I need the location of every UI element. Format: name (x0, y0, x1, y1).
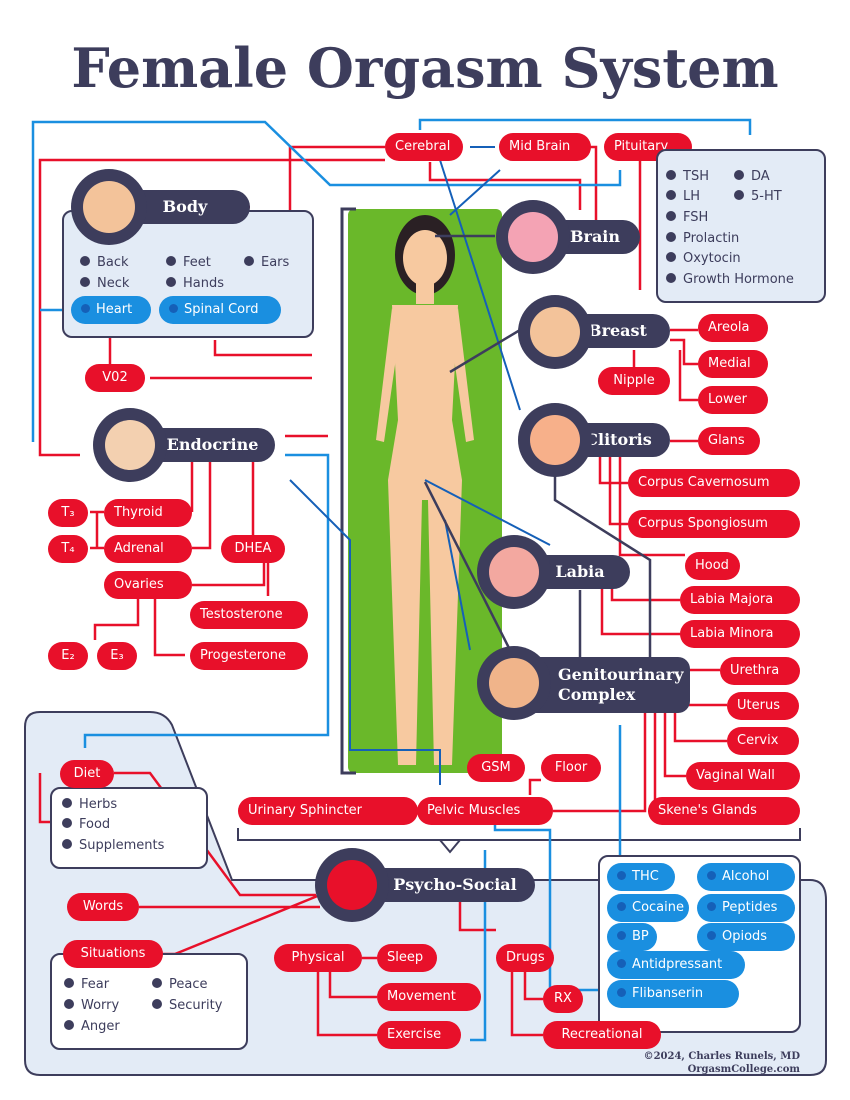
vaginal-wall-node[interactable]: Vaginal Wall (686, 762, 800, 790)
hormone-item: 5-HT (734, 189, 782, 204)
sleep-node[interactable]: Sleep (377, 944, 437, 972)
diet-node[interactable]: Diet (60, 760, 114, 788)
areola-node[interactable]: Areola (698, 314, 768, 342)
exercise-node[interactable]: Exercise (377, 1021, 461, 1049)
situation-item: Security (152, 998, 222, 1013)
kidney-icon (477, 646, 551, 720)
pelvic-muscles-node[interactable]: Pelvic Muscles (417, 797, 553, 825)
hormone-item: Oxytocin (666, 251, 741, 266)
labia-icon (477, 535, 551, 609)
hormone-item: Prolactin (666, 231, 739, 246)
situations-node[interactable]: Situations (63, 940, 163, 968)
e3-node[interactable]: E₃ (97, 642, 137, 670)
drug-bp[interactable]: BP (607, 923, 657, 951)
human-figure-illustration (376, 215, 474, 765)
page-title: Female Orgasm System (71, 36, 779, 100)
e2-node[interactable]: E₂ (48, 642, 88, 670)
drugs-node[interactable]: Drugs (496, 944, 554, 972)
hormone-item: Growth Hormone (666, 272, 794, 287)
hormone-item: TSH (666, 169, 709, 184)
gsm-node[interactable]: GSM (467, 754, 525, 782)
copyright-text: ©2024, Charles Runels, MD (643, 1051, 800, 1062)
lower-node[interactable]: Lower (698, 386, 768, 414)
cerebral-node[interactable]: Cerebral (385, 133, 463, 161)
body-item: Hands (166, 276, 224, 291)
pituitary-hormones-box: TSH DA LH 5-HT FSH Prolactin Oxytocin Gr… (656, 149, 826, 303)
drug-flibanserin[interactable]: Flibanserin (607, 980, 739, 1008)
v02-node[interactable]: V02 (85, 364, 145, 392)
urethra-node[interactable]: Urethra (720, 657, 800, 685)
thyroid-icon (93, 408, 167, 482)
hormone-item: FSH (666, 210, 708, 225)
drug-cocaine[interactable]: Cocaine (607, 894, 689, 922)
floor-node[interactable]: Floor (541, 754, 601, 782)
dhea-node[interactable]: DHEA (221, 535, 285, 563)
diet-item: Herbs (62, 797, 117, 812)
hormone-item: LH (666, 189, 700, 204)
glans-node[interactable]: Glans (698, 427, 760, 455)
hormone-item: DA (734, 169, 770, 184)
rx-node[interactable]: RX (543, 985, 583, 1013)
situations-box: Fear Peace Worry Security Anger (50, 953, 248, 1050)
labia-majora-node[interactable]: Labia Majora (680, 586, 800, 614)
ovaries-node[interactable]: Ovaries (104, 571, 192, 599)
situation-item: Worry (64, 998, 119, 1013)
corpus-spongiosum-node[interactable]: Corpus Spongiosum (628, 510, 800, 538)
spinal-cord-node[interactable]: Spinal Cord (159, 296, 281, 324)
t3-node[interactable]: T₃ (48, 499, 88, 527)
drug-peptides[interactable]: Peptides (697, 894, 795, 922)
testosterone-node[interactable]: Testosterone (190, 601, 308, 629)
urinary-sphincter-node[interactable]: Urinary Sphincter (238, 797, 418, 825)
diet-item: Supplements (62, 838, 164, 853)
words-node[interactable]: Words (67, 893, 139, 921)
body-item: Neck (80, 276, 129, 291)
nipple-node[interactable]: Nipple (598, 367, 670, 395)
movement-node[interactable]: Movement (377, 983, 481, 1011)
body-item: Ears (244, 255, 289, 270)
skenes-glands-node[interactable]: Skene's Glands (648, 797, 800, 825)
drug-thc[interactable]: THC (607, 863, 675, 891)
labia-minora-node[interactable]: Labia Minora (680, 620, 800, 648)
body-item: Feet (166, 255, 211, 270)
brain-icon (496, 200, 570, 274)
adrenal-node[interactable]: Adrenal (104, 535, 192, 563)
uterus-node[interactable]: Uterus (727, 692, 799, 720)
credit: ©2024, Charles Runels, MD OrgasmCollege.… (644, 1050, 800, 1076)
hood-node[interactable]: Hood (685, 552, 740, 580)
diet-item: Food (62, 817, 110, 832)
heart-node[interactable]: Heart (71, 296, 151, 324)
medial-node[interactable]: Medial (698, 350, 768, 378)
t4-node[interactable]: T₄ (48, 535, 88, 563)
cervix-node[interactable]: Cervix (727, 727, 799, 755)
physical-node[interactable]: Physical (274, 944, 362, 972)
corpus-cavernosum-node[interactable]: Corpus Cavernosum (628, 469, 800, 497)
thyroid-node[interactable]: Thyroid (104, 499, 192, 527)
website-text: OrgasmCollege.com (687, 1064, 800, 1075)
drug-antidepressant[interactable]: Antidpressant (607, 951, 745, 979)
body-item: Back (80, 255, 129, 270)
torso-icon (71, 169, 147, 245)
progesterone-node[interactable]: Progesterone (190, 642, 308, 670)
mid-brain-node[interactable]: Mid Brain (499, 133, 591, 161)
situation-item: Peace (152, 977, 208, 992)
recreational-node[interactable]: Recreational (543, 1021, 661, 1049)
drug-opiods[interactable]: Opiods (697, 923, 795, 951)
situation-item: Anger (64, 1019, 120, 1034)
diet-box: Herbs Food Supplements (50, 787, 208, 869)
drug-alcohol[interactable]: Alcohol (697, 863, 795, 891)
situation-item: Fear (64, 977, 109, 992)
clitoris-icon (518, 403, 592, 477)
breast-icon (518, 295, 592, 369)
chat-bubble-icon (315, 848, 389, 922)
